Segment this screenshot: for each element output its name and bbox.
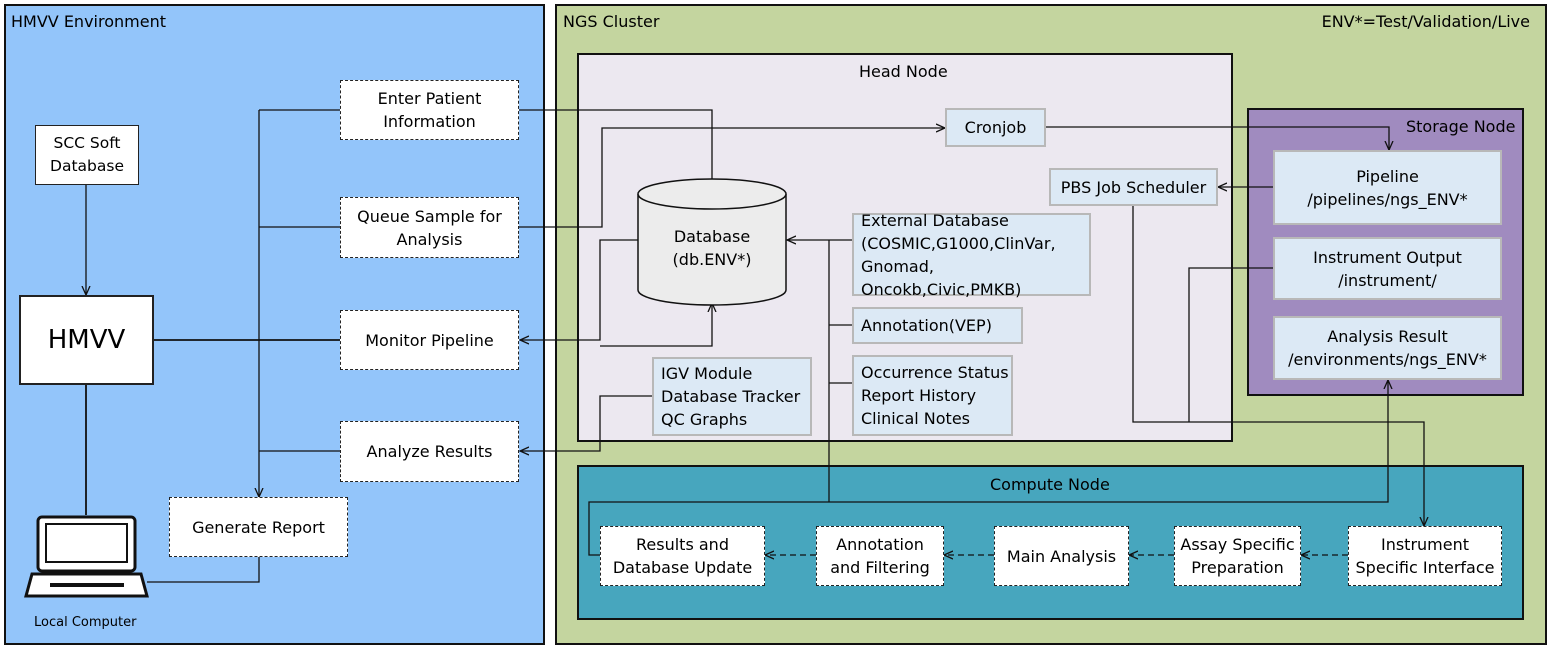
analysis-result-box: Analysis Result /environments/ngs_ENV* — [1273, 316, 1502, 380]
annotation-vep-box: Annotation(VEP) — [852, 307, 1023, 344]
laptop-icon — [24, 515, 149, 598]
local-computer-label: Local Computer — [34, 615, 137, 630]
hmvv-box: HMVV — [19, 295, 154, 385]
head-node-title: Head Node — [859, 62, 948, 81]
env-note: ENV*=Test/Validation/Live — [1321, 12, 1530, 31]
generate-report-box: Generate Report — [169, 497, 348, 557]
results-database-update-box: Results and Database Update — [600, 526, 765, 586]
occurrence-status-box: Occurrence Status Report History Clinica… — [852, 355, 1013, 436]
assay-specific-preparation-box: Assay Specific Preparation — [1174, 526, 1301, 586]
enter-patient-information-box: Enter Patient Information — [340, 80, 519, 140]
igv-module-box: IGV Module Database Tracker QC Graphs — [652, 357, 812, 436]
cronjob-box: Cronjob — [945, 108, 1046, 147]
pipeline-storage-box: Pipeline /pipelines/ngs_ENV* — [1273, 150, 1502, 225]
database-cylinder-shape — [637, 178, 787, 306]
main-analysis-box: Main Analysis — [994, 526, 1129, 586]
database-label: Database (db.ENV*) — [672, 227, 752, 269]
instrument-output-box: Instrument Output /instrument/ — [1273, 237, 1502, 300]
pbs-job-scheduler-box: PBS Job Scheduler — [1049, 168, 1218, 206]
external-database-box: External Database (COSMIC,G1000,ClinVar,… — [852, 211, 1091, 299]
queue-sample-box: Queue Sample for Analysis — [340, 197, 519, 258]
hmvv-environment-title: HMVV Environment — [11, 12, 166, 31]
scc-soft-database-box: SCC Soft Database — [35, 125, 139, 185]
annotation-filtering-box: Annotation and Filtering — [816, 526, 944, 586]
ngs-cluster-title: NGS Cluster — [563, 12, 660, 31]
storage-node-title: Storage Node — [1406, 117, 1516, 136]
instrument-specific-interface-box: Instrument Specific Interface — [1348, 526, 1502, 586]
compute-node-title: Compute Node — [990, 475, 1110, 494]
analyze-results-box: Analyze Results — [340, 421, 519, 482]
monitor-pipeline-box: Monitor Pipeline — [340, 310, 519, 370]
